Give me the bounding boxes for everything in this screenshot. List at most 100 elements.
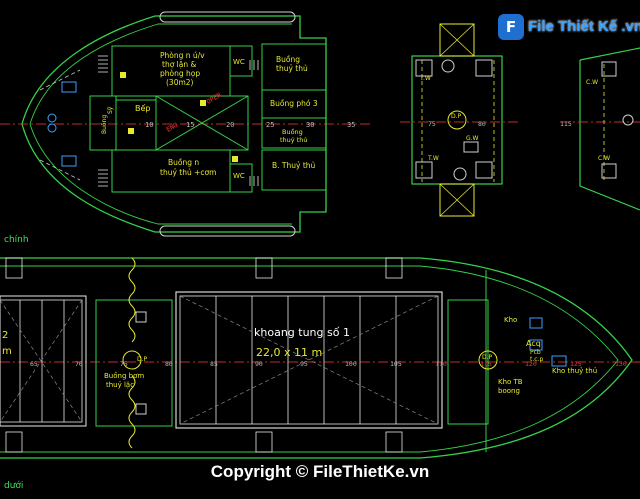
casing-cross-b xyxy=(155,95,249,151)
crew-right-line2: thuỷ thủ xyxy=(280,135,308,144)
dining-line2: thuỷ thủ +cơm xyxy=(160,168,216,177)
fore-dp-circle xyxy=(478,350,498,370)
far-equip-2 xyxy=(601,163,617,179)
mast-cross-d xyxy=(439,183,475,217)
left-cut-a: 2 xyxy=(2,330,8,341)
bitt-6 xyxy=(385,431,403,453)
equip-box-3 xyxy=(415,161,433,179)
frame-tick-95: 95 xyxy=(300,360,308,368)
galley-label: Bếp xyxy=(135,103,151,113)
side-plan-mast-top xyxy=(439,23,475,57)
pump-room xyxy=(95,299,173,427)
bitt-4 xyxy=(5,431,23,453)
pump-room-line2: thuỷ lặc xyxy=(106,380,134,389)
pump-dp-label: D.P xyxy=(137,356,148,363)
crew-lower-right-label: B. Thuỷ thủ xyxy=(272,161,316,170)
frame-tick-100: 100 xyxy=(345,360,357,368)
stair-wc-upper xyxy=(249,60,259,70)
far-equip-circle xyxy=(622,114,634,126)
equip-box-4 xyxy=(475,161,493,179)
equip-circle-2 xyxy=(453,167,467,181)
main-hold-inner xyxy=(179,295,439,425)
top-deck-plan: Phòng n ú/v thợ lặn & phòng họp (30m2) W… xyxy=(0,11,370,237)
store-tb-line1: Kho TB xyxy=(498,378,523,386)
bitt-5 xyxy=(255,431,273,453)
side-plan: T.W T.W G.W D.P 75 80 xyxy=(400,23,520,217)
crew-upper-line1: Buồng xyxy=(276,55,300,64)
stanchion-bottom xyxy=(128,375,136,449)
hold-title: khoang tung số 1 xyxy=(254,326,350,339)
fixture-d xyxy=(128,128,134,134)
officer-room-line2: thợ lặn & xyxy=(162,60,196,69)
side-dp-circle xyxy=(447,110,467,130)
frame-tick-20: 20 xyxy=(226,121,234,129)
far-cw-top: C.W xyxy=(586,79,598,86)
lifeboat-top xyxy=(159,11,296,23)
filethietke-logo[interactable]: F File Thiết Kế .vn xyxy=(498,12,640,42)
mark-pcb-line2: t.c.p xyxy=(530,356,543,363)
frame-tick-80: 80 xyxy=(165,360,173,368)
stair-wc-lower xyxy=(249,176,259,186)
winch-lower xyxy=(61,155,77,167)
pump-fixture-top xyxy=(135,311,147,323)
fixture-b xyxy=(200,100,206,106)
stair-lower xyxy=(98,169,108,187)
crew-lower-right-box xyxy=(261,149,327,191)
side-tick-75: 75 xyxy=(428,120,436,128)
frame-tick-125: 125 xyxy=(570,360,582,368)
mark-aco: Acq xyxy=(526,339,541,348)
section-label-bottom: dưới xyxy=(4,480,23,491)
fore-equip-2 xyxy=(529,339,543,351)
far-cw-bottom: C.W xyxy=(598,155,610,162)
side-room-line1: Buồng xyxy=(100,115,108,134)
bitt-1 xyxy=(5,257,23,279)
side-dp: D.P xyxy=(451,113,462,120)
copyright-watermark: Copyright © FileThietKe.vn xyxy=(210,462,430,481)
fore-store-box xyxy=(447,299,489,425)
wc-lower-label: WC xyxy=(233,172,245,180)
crew-right-box xyxy=(261,117,327,149)
side-gw: G.W xyxy=(466,135,479,142)
fore-equip-3 xyxy=(551,355,567,367)
officer-room-line3: phòng họp xyxy=(160,69,200,78)
equip-box-1 xyxy=(415,59,433,77)
mark-pcb-line1: Pcb xyxy=(530,349,541,356)
open-label: OPEN xyxy=(205,91,223,106)
wc-upper-box xyxy=(229,45,253,77)
left-hold-inner xyxy=(0,299,83,423)
side-cw-top: T.W xyxy=(419,75,431,82)
mast-cross-b xyxy=(439,23,475,57)
frame-tick-75: 75 xyxy=(120,360,128,368)
bollard-a xyxy=(47,123,57,133)
logo-text: File Thiết Kế .vn xyxy=(528,18,640,35)
winch-upper xyxy=(61,81,77,93)
equip-box-gw xyxy=(463,141,479,153)
frame-tick-70: 70 xyxy=(75,360,83,368)
frame-tick-130: 130 xyxy=(615,360,627,368)
stair-upper xyxy=(98,55,108,73)
store-tb-line2: boong xyxy=(498,387,520,395)
lower-hull-outline xyxy=(0,257,633,459)
frame-tick-90: 90 xyxy=(255,360,263,368)
far-equip-1 xyxy=(601,61,617,77)
engine-casing-box xyxy=(155,95,249,151)
side-room-line2: Sỹ xyxy=(107,106,114,114)
side-tick-80: 80 xyxy=(478,120,486,128)
main-hold-cross xyxy=(179,295,439,425)
left-hold xyxy=(0,295,87,427)
crew-mid-label: Buồng phó 3 xyxy=(270,99,318,108)
fixture-c xyxy=(232,156,238,162)
side-plan-mast-bottom xyxy=(439,183,475,217)
store-bow-label: Kho thuỷ thủ xyxy=(552,366,597,375)
left-hold-cross xyxy=(0,299,83,423)
frame-tick-120: 120 xyxy=(525,360,537,368)
frame-tick-25: 25 xyxy=(266,121,274,129)
frame-tick-30: 30 xyxy=(306,121,314,129)
fore-equip-1 xyxy=(529,317,543,329)
equip-box-2 xyxy=(475,59,493,77)
far-plan-outline xyxy=(579,47,640,211)
bottom-deck-plan: chính dưới 2 m D.P Buồng bơm thuỷ lặc xyxy=(0,235,640,491)
engine-label: ENG xyxy=(165,121,179,134)
